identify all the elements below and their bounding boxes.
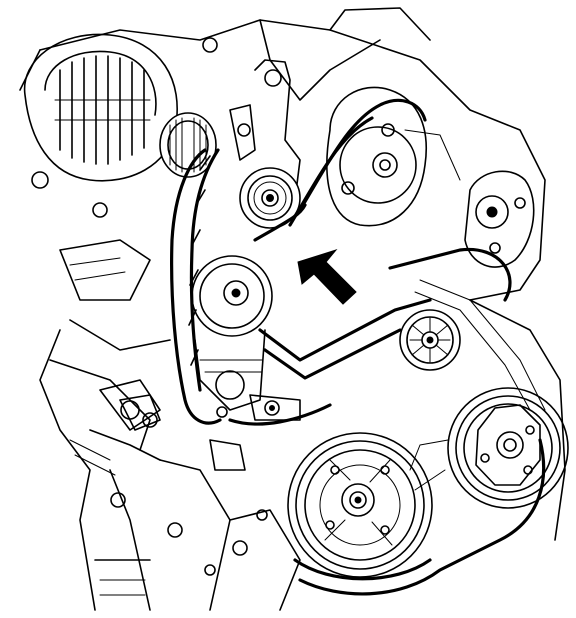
engine-block <box>19 7 566 611</box>
fasteners <box>209 394 301 471</box>
drive-belt <box>170 98 546 596</box>
power-steering-pulley <box>326 86 461 227</box>
alternator-cooling-fins <box>54 55 151 165</box>
direction-arrow-icon <box>297 249 357 305</box>
center-idler-pulley <box>191 255 273 411</box>
ac-compressor-pulley <box>409 387 569 509</box>
right-idler-pulley <box>464 170 535 268</box>
tensioner-pulley <box>239 167 301 229</box>
crankshaft-pulley <box>287 432 433 578</box>
small-idler-pulley <box>399 309 461 371</box>
